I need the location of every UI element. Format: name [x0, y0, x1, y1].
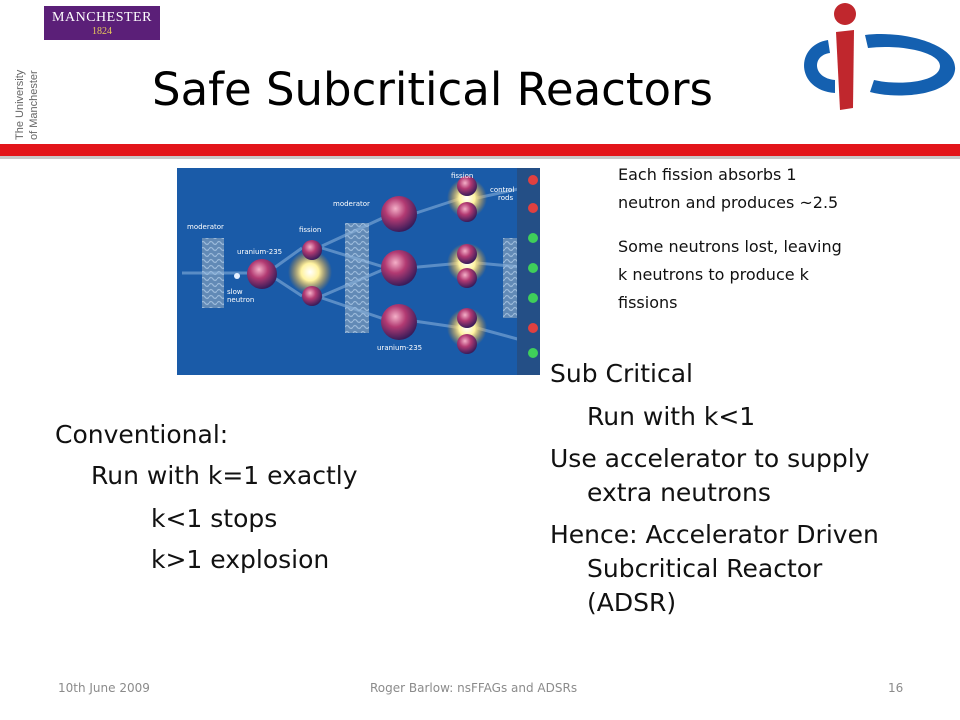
note2-line1: Some neutrons lost, leaving	[618, 237, 842, 256]
subcritical-line2a: Use accelerator to supply	[550, 444, 870, 473]
label-uranium-bottom: uranium-235	[377, 344, 423, 352]
label-fission-mid: fission	[299, 226, 322, 234]
io-logo-left-arc	[804, 40, 835, 93]
university-line2: of Manchester	[28, 70, 40, 140]
io-logo-dot	[834, 3, 856, 25]
subcritical-heading: Sub Critical	[550, 359, 693, 388]
label-fission-top: fission	[451, 172, 474, 180]
subcritical-line2b: extra neutrons	[587, 478, 771, 507]
footer-page-number: 16	[888, 681, 904, 695]
manchester-logo-year: 1824	[92, 26, 112, 37]
conventional-line3: k>1 explosion	[151, 545, 330, 574]
university-line1: The University	[14, 69, 26, 140]
label-uranium-top: uranium-235	[237, 248, 283, 256]
note2-line2: k neutrons to produce k	[618, 265, 809, 284]
label-control-1: control	[490, 186, 515, 194]
subcritical-line1: Run with k<1	[587, 402, 756, 431]
manchester-logo: MANCHESTER 1824	[44, 6, 160, 40]
subcritical-line3a: Hence: Accelerator Driven	[550, 520, 879, 549]
university-vertical-logo: The University of Manchester	[14, 69, 40, 140]
io-logo-stem	[836, 30, 854, 110]
subcritical-line3c: (ADSR)	[587, 588, 677, 617]
note-fission-absorbs: Each fission absorbs 1 neutron and produ…	[618, 161, 838, 217]
footer-center: Roger Barlow: nsFFAGs and ADSRs	[370, 681, 578, 695]
conventional-heading: Conventional:	[55, 420, 229, 449]
io-logo-right-arc	[865, 34, 956, 96]
note1-line2: neutron and produces ~2.5	[618, 193, 839, 212]
io-logo	[804, 3, 956, 110]
footer-date: 10th June 2009	[58, 681, 150, 695]
control-rods	[517, 168, 540, 375]
manchester-logo-name: MANCHESTER	[52, 10, 152, 25]
label-control-2: rods	[498, 194, 514, 202]
moderator-block-right	[503, 238, 517, 318]
subcritical-line3b: Subcritical Reactor	[587, 554, 823, 583]
note-neutrons-lost: Some neutrons lost, leaving k neutrons t…	[618, 233, 842, 317]
fission-chain-diagram: moderator uranium-235 slow neutron fissi…	[177, 168, 540, 375]
note2-line3: fissions	[618, 293, 678, 312]
title-divider-shadow	[0, 156, 960, 159]
slide-title: Safe Subcritical Reactors	[152, 63, 714, 116]
conventional-line1: Run with k=1 exactly	[91, 461, 358, 490]
title-divider-bar	[0, 144, 960, 156]
nuclei	[234, 176, 477, 354]
fission-diagram-graphic	[177, 168, 540, 375]
label-moderator-left: moderator	[187, 223, 224, 231]
label-moderator-mid: moderator	[333, 200, 370, 208]
note1-line1: Each fission absorbs 1	[618, 165, 797, 184]
conventional-line2: k<1 stops	[151, 504, 278, 533]
label-slow-1: slow	[227, 288, 243, 296]
label-slow-2: neutron	[227, 296, 255, 304]
